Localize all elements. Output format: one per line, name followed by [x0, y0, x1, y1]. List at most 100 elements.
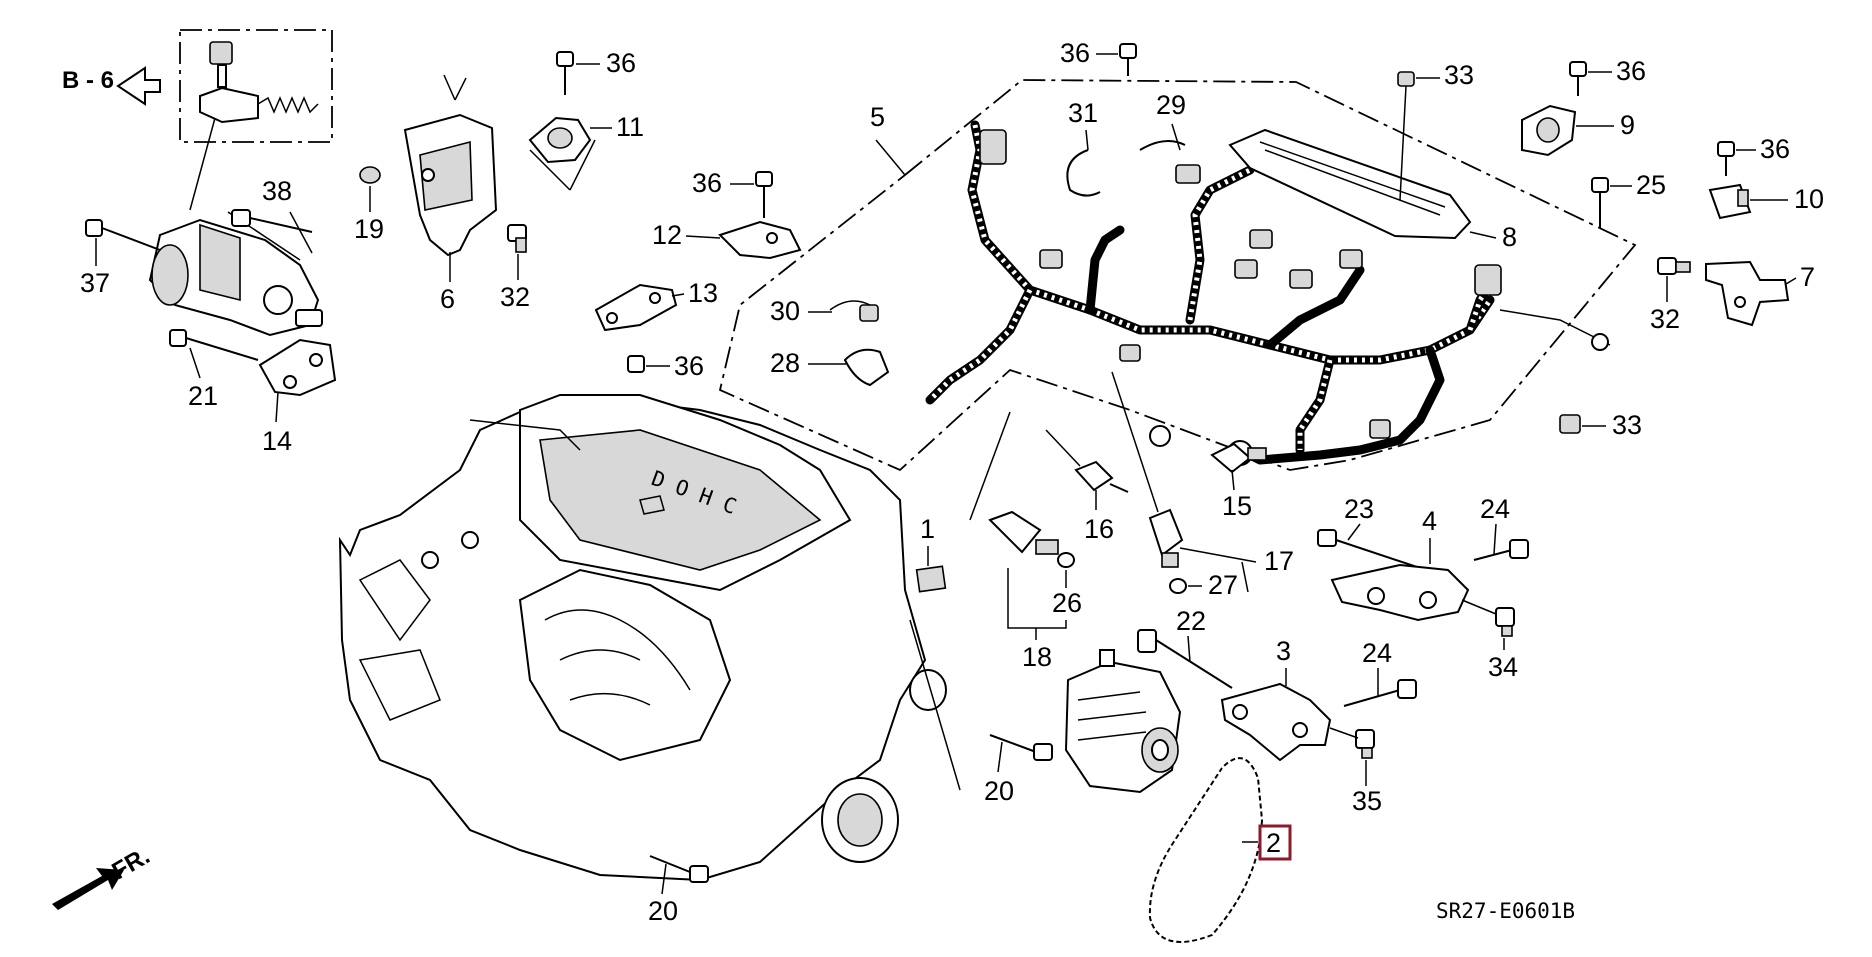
reference-b6[interactable]: B - 6	[62, 66, 161, 106]
callout-23: 23	[1344, 494, 1374, 524]
bracket-part-4[interactable]	[1330, 563, 1470, 622]
callout-32-right: 32	[1650, 304, 1680, 334]
callout-2: 2	[1266, 828, 1281, 858]
callout-15: 15	[1222, 491, 1252, 521]
alternator[interactable]	[1064, 649, 1182, 794]
callout-38: 38	[262, 176, 292, 206]
nut-part-35[interactable]	[1355, 729, 1375, 759]
bolt-part-36-top-left[interactable]	[556, 51, 574, 95]
callout-8: 8	[1502, 222, 1517, 252]
bracket-part-3[interactable]	[1220, 682, 1332, 762]
clip-part-28[interactable]	[843, 348, 890, 387]
callout-4: 4	[1422, 506, 1437, 536]
cable-part-31[interactable]	[1066, 149, 1101, 197]
bolt-part-24-lower[interactable]	[1343, 679, 1417, 707]
callout-19: 19	[354, 214, 384, 244]
nut-part-33-bottom[interactable]	[1559, 414, 1581, 434]
nut-part-19[interactable]	[359, 166, 381, 184]
callout-20-bottom: 20	[648, 896, 678, 926]
callout-24-upper: 24	[1480, 494, 1510, 524]
bolt-part-38[interactable]	[231, 209, 313, 233]
harness-outline	[718, 79, 1637, 472]
callout-16: 16	[1084, 514, 1114, 544]
callout-30: 30	[770, 296, 800, 326]
sensor-part-32-right[interactable]	[1657, 257, 1691, 275]
clamp-part-11[interactable]	[528, 116, 592, 164]
callout-2-box[interactable]	[1258, 824, 1292, 861]
bolt-part-36-13[interactable]	[627, 355, 645, 373]
starter-motor[interactable]	[148, 218, 323, 337]
sensor-part-16[interactable]	[1074, 460, 1129, 493]
switch-part-18[interactable]	[988, 510, 1059, 555]
bolt-part-36-10[interactable]	[1717, 141, 1735, 176]
callout-3: 3	[1276, 636, 1291, 666]
bolt-part-23[interactable]	[1317, 529, 1421, 569]
callout-29: 29	[1156, 90, 1186, 120]
connector-part-30[interactable]	[829, 300, 879, 322]
callout-31: 31	[1068, 98, 1098, 128]
nut-part-34[interactable]	[1495, 607, 1515, 637]
bolt-part-37[interactable]	[85, 219, 161, 251]
callout-37: 37	[80, 268, 110, 298]
callout-36-f: 36	[1760, 134, 1790, 164]
nut-part-33-top[interactable]	[1397, 71, 1415, 201]
callout-33-b: 33	[1612, 410, 1642, 440]
bolt-part-36-12[interactable]	[755, 171, 773, 218]
clamp-part-9[interactable]	[1521, 104, 1577, 157]
callout-24-lower: 24	[1362, 638, 1392, 668]
callout-21: 21	[188, 381, 218, 411]
bracket-part-12[interactable]	[718, 220, 802, 260]
callout-5: 5	[870, 102, 885, 132]
label-plate-part-1[interactable]	[915, 565, 947, 593]
sensor-part-32-left[interactable]	[507, 224, 527, 253]
bolt-part-36-harness[interactable]	[1119, 43, 1137, 76]
callout-34: 34	[1488, 652, 1518, 682]
bolt-part-20-right[interactable]	[989, 734, 1053, 761]
callout-33-a: 33	[1444, 60, 1474, 90]
callout-25: 25	[1636, 170, 1666, 200]
reference-label: B - 6	[62, 67, 114, 94]
callout-36-b: 36	[692, 168, 722, 198]
callout-12: 12	[652, 220, 682, 250]
cover-part-8[interactable]	[1228, 128, 1472, 240]
callout-6: 6	[440, 284, 455, 314]
callout-36-d: 36	[1060, 38, 1090, 68]
bolt-part-24-upper[interactable]	[1473, 539, 1529, 561]
washer-part-26[interactable]	[1057, 552, 1075, 568]
washer-part-27[interactable]	[1169, 578, 1187, 594]
sub-assembly-box	[179, 29, 333, 143]
belt-part-2[interactable]	[1147, 755, 1265, 945]
bracket-part-14[interactable]	[258, 338, 337, 397]
bracket-part-7[interactable]	[1705, 260, 1790, 327]
bracket-part-13[interactable]	[594, 283, 678, 332]
connector-part-29[interactable]	[1139, 140, 1201, 184]
callout-1: 1	[920, 514, 935, 544]
callout-28: 28	[770, 348, 800, 378]
bolt-part-36-9[interactable]	[1569, 61, 1587, 96]
sensor-part-17[interactable]	[1148, 508, 1184, 568]
harness-boundary	[720, 80, 1640, 470]
bolt-part-25[interactable]	[1591, 177, 1609, 228]
bolt-part-22[interactable]	[1137, 629, 1233, 689]
callout-11: 11	[616, 112, 644, 142]
diagram-code: SR27-E0601B	[1436, 899, 1575, 923]
callout-20-right: 20	[984, 776, 1014, 806]
bracket-part-6[interactable]	[403, 113, 498, 257]
bolt-part-21[interactable]	[169, 329, 259, 361]
callout-35: 35	[1352, 786, 1382, 816]
sensor-part-10[interactable]	[1708, 183, 1752, 220]
wire-harness[interactable]	[925, 120, 1611, 466]
callout-9: 9	[1620, 110, 1635, 140]
callout-26: 26	[1052, 588, 1082, 618]
callout-18: 18	[1022, 642, 1052, 672]
callout-36-e: 36	[1616, 56, 1646, 86]
solenoid-part[interactable]	[199, 41, 319, 124]
callout-17: 17	[1264, 546, 1294, 576]
callout-36-a: 36	[606, 48, 636, 78]
callout-14: 14	[262, 426, 292, 456]
engine-block[interactable]: D O H C	[338, 394, 947, 882]
sensor-part-15[interactable]	[1210, 442, 1267, 474]
callout-32-left: 32	[500, 282, 530, 312]
bolt-part-20-bottom[interactable]	[649, 855, 709, 883]
